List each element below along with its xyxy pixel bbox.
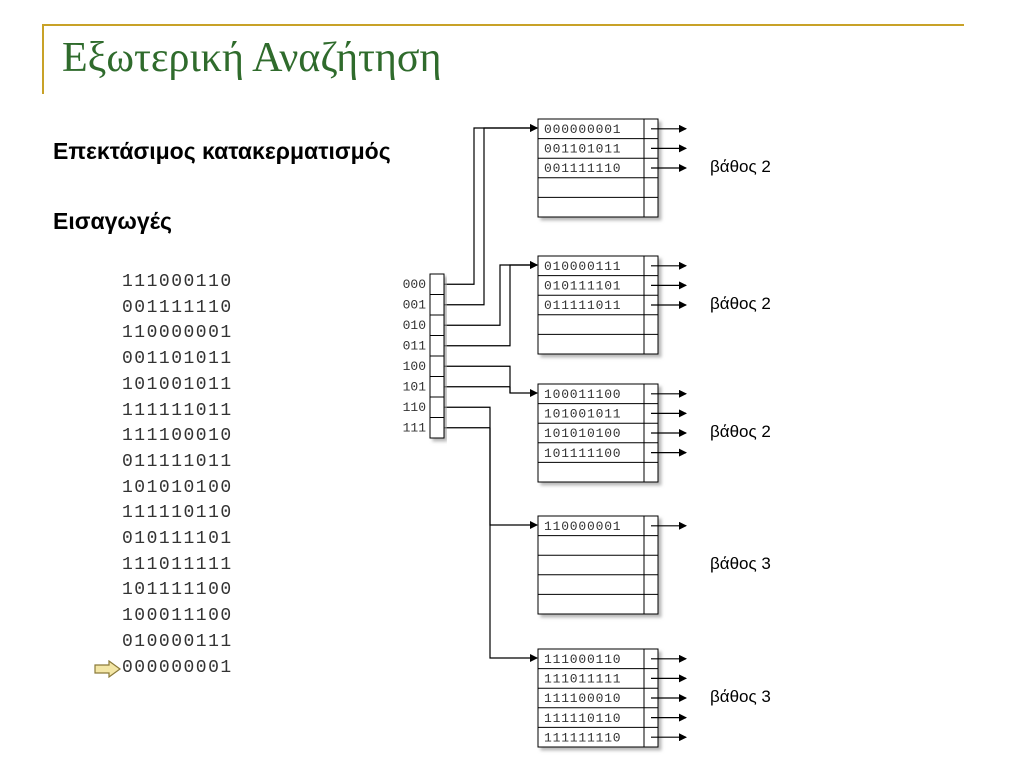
directory-pointer-arrow: [489, 427, 538, 662]
bucket-record: 000000001: [544, 122, 621, 137]
bucket-record: 111110110: [544, 711, 621, 726]
insertion-item: 110000001: [122, 323, 233, 344]
directory-pointer-arrow: [437, 124, 538, 306]
insertion-item: 111100010: [122, 426, 233, 447]
directory-label: 101: [403, 380, 427, 395]
bucket-record: 111111110: [544, 730, 621, 745]
directory-label: 111: [403, 421, 427, 436]
bucket-depth-label: βάθος 3: [710, 554, 771, 573]
bucket-depth-label: βάθος 2: [710, 157, 771, 176]
bucket-depth-label: βάθος 2: [710, 422, 771, 441]
bucket: 000000001 001101011 001111110 βάθος 2: [537, 118, 771, 218]
insertion-item: 010000111: [122, 631, 233, 652]
insertion-item: 100011100: [122, 606, 233, 627]
directory-label: 000: [403, 277, 426, 292]
directory-label: 100: [403, 359, 426, 374]
insertion-item: 101010100: [122, 477, 233, 498]
insertion-item: 111011111: [122, 554, 233, 575]
bucket: 010000111 010111101 011111011 βάθος 2: [537, 255, 771, 355]
title-rule-horizontal: [42, 24, 964, 26]
insertion-item: 001111110: [122, 297, 233, 318]
bucket-record: 010000111: [544, 259, 621, 274]
directory-label: 011: [403, 339, 427, 354]
bucket-record: 100011100: [544, 387, 621, 402]
bucket-record: 001101011: [544, 142, 621, 157]
bucket-record: 101001011: [544, 407, 621, 422]
insertions-heading: Εισαγωγές: [53, 208, 172, 234]
bucket-record: 111011111: [544, 672, 621, 687]
bucket-record: 101111100: [544, 446, 621, 461]
bucket: 100011100 101001011 101010100 101111100 βάθο…: [537, 383, 771, 483]
bucket-box: [537, 255, 659, 355]
bucket-record: 011111011: [544, 298, 621, 313]
directory-label: 010: [403, 318, 426, 333]
current-insertion-arrow-icon: [94, 659, 122, 678]
bucket-box: [537, 383, 659, 483]
slide-subtitle: Επεκτάσιμος κατακερματισμός: [53, 138, 391, 164]
bucket-record: 111000110: [544, 652, 621, 667]
bucket-record: 001111110: [544, 161, 621, 176]
directory-pointer-arrow: [437, 124, 538, 285]
bucket-record: 010111101: [544, 279, 621, 294]
directory-pointer-arrow: [437, 261, 538, 326]
bucket: 111000110 111011111 111100010 111110110 1111…: [537, 648, 771, 748]
insertion-item: 101111100: [122, 580, 233, 601]
bucket-box: [537, 118, 659, 218]
insertion-item: 111110110: [122, 503, 233, 524]
directory-pointer-arrow: [437, 365, 538, 397]
directory-pointer-arrow: [437, 261, 538, 347]
slide-title: Εξωτερική Αναζήτηση: [62, 35, 442, 81]
insertion-item: 010111101: [122, 529, 233, 549]
insertion-item: 001101011: [122, 349, 233, 370]
bucket-box: [537, 515, 659, 615]
bucket-depth-label: βάθος 2: [710, 294, 771, 313]
bucket-record: 101010100: [544, 426, 621, 441]
title-rule-vertical: [42, 24, 44, 94]
insertion-item: 000000001: [122, 657, 233, 678]
directory-pointer-arrow: [437, 406, 538, 529]
insertion-item: 111111011: [122, 400, 233, 421]
bucket-box: [537, 648, 659, 748]
directory-label: 110: [403, 400, 426, 415]
directory-label: 001: [403, 298, 427, 313]
bucket-record: 111100010: [544, 691, 621, 706]
bucket-record: 110000001: [544, 519, 621, 534]
bucket: 110000001 βάθος 3: [537, 515, 771, 615]
insertion-item: 111000110: [122, 272, 233, 292]
insertion-item: 101001011: [122, 374, 233, 395]
insertion-item: 011111011: [122, 451, 233, 472]
bucket-depth-label: βάθος 3: [710, 687, 771, 706]
